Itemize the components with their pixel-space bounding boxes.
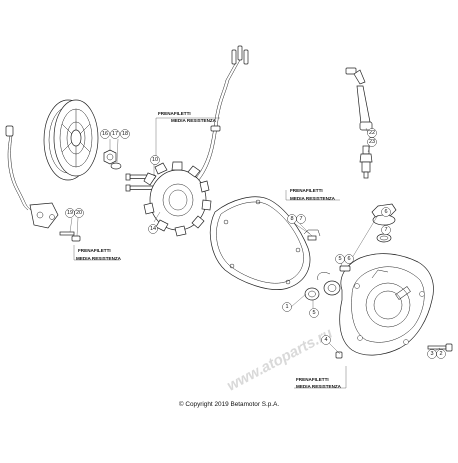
ignition-cover: [339, 253, 434, 356]
note-frenafiletti-pickup: FRENAFILETTI MEDIA RESISTENZA: [76, 248, 122, 261]
pickup-bolts: [59, 231, 81, 242]
note-line1: FRENAFILETTI: [296, 377, 329, 382]
callout-25[interactable]: 23: [367, 137, 377, 147]
callout-label: 22: [369, 130, 375, 136]
callout-label: 7: [299, 216, 302, 222]
callout-label: 5: [312, 310, 315, 316]
callout-24[interactable]: 22: [367, 128, 377, 138]
callout-16[interactable]: 10: [150, 155, 160, 165]
note-line2: MEDIA RESISTENZA: [296, 384, 342, 389]
note-line2: MEDIA RESISTENZA: [76, 256, 122, 261]
callout-label: 23: [369, 139, 375, 145]
callout-label: 6: [347, 256, 350, 262]
cover-bolts: [335, 343, 453, 359]
callout-label: 14: [150, 226, 156, 232]
stator: [143, 45, 249, 237]
callout-23[interactable]: 20: [74, 208, 84, 218]
callout-19[interactable]: 17: [110, 129, 120, 139]
callout-7[interactable]: 5: [335, 254, 345, 264]
callout-label: 16: [102, 131, 108, 137]
callout-label: 7: [384, 227, 387, 233]
callout-3[interactable]: 3: [427, 349, 437, 359]
callout-label: 4: [324, 337, 327, 343]
callout-22[interactable]: 19: [65, 208, 75, 218]
callout-1[interactable]: 1: [282, 302, 292, 312]
callout-label: 6: [384, 209, 387, 215]
callout-18[interactable]: 16: [100, 129, 110, 139]
note-line1: FRENAFILETTI: [290, 188, 323, 193]
note-line1: FRENAFILETTI: [158, 111, 191, 116]
note-frenafiletti-plug: FRENAFILETTI MEDIA RESISTENZA: [290, 188, 336, 201]
callout-20[interactable]: 18: [120, 129, 130, 139]
callout-14[interactable]: 8: [287, 214, 297, 224]
callout-2[interactable]: 2: [436, 349, 446, 359]
callout-label: 18: [122, 131, 128, 137]
seals-and-bearing: [304, 265, 351, 301]
note-line1: FRENAFILETTI: [78, 248, 111, 253]
callout-8[interactable]: 7: [381, 225, 391, 235]
callout-10[interactable]: 7: [296, 214, 306, 224]
callout-label: 17: [112, 131, 118, 137]
callout-label: 2: [439, 351, 442, 357]
callout-label: 3: [430, 351, 433, 357]
spark-plug-cap: [345, 67, 373, 131]
callout-17[interactable]: 14: [148, 224, 158, 234]
note-frenafiletti-stator: FRENAFILETTI MEDIA RESISTENZA: [158, 111, 217, 123]
flywheel-rotor: [43, 99, 99, 181]
callout-label: 1: [285, 304, 288, 310]
nut-washer-set: [103, 149, 122, 170]
pickup-sensor: [5, 125, 59, 229]
note-line2: MEDIA RESISTENZA: [290, 196, 336, 201]
callout-label: 10: [152, 157, 158, 163]
callout-6[interactable]: 6: [344, 254, 354, 264]
copyright-text: © Copyright 2019 Betamotor S.p.A.: [179, 400, 279, 408]
callout-label: 8: [290, 216, 293, 222]
spark-plug: [359, 145, 373, 179]
cover-gasket: [209, 196, 311, 290]
callout-4[interactable]: 4: [321, 335, 331, 345]
callout-5-top[interactable]: 6: [381, 207, 391, 217]
note-frenafiletti-cover: FRENAFILETTI MEDIA RESISTENZA: [296, 377, 342, 389]
callout-label: 5: [338, 256, 341, 262]
note-line2: MEDIA RESISTENZA: [171, 118, 217, 123]
callout-5[interactable]: 5: [309, 308, 319, 318]
callout-label: 20: [76, 210, 82, 216]
callout-label: 19: [67, 210, 73, 216]
